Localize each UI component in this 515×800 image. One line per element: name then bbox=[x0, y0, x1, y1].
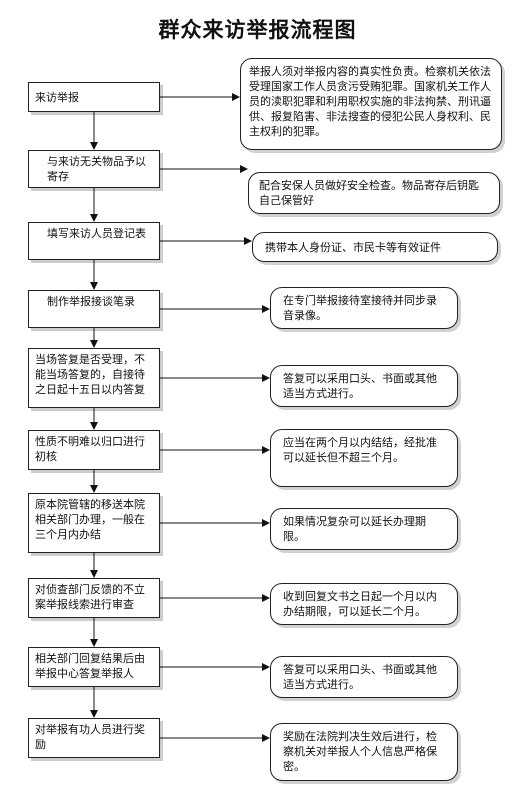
page-title: 群众来访举报流程图 bbox=[158, 18, 357, 42]
step-4: 制作举报接谈笔录 bbox=[28, 290, 160, 328]
step-5: 当场答复是否受理，不能当场答复的，自接待之日起十五日以内答复 bbox=[28, 348, 160, 408]
step-10: 对举报有功人员进行奖励 bbox=[28, 718, 160, 758]
step-7: 原本院管辖的移送本院相关部门办理，一般在三个月内办结 bbox=[28, 493, 160, 553]
note-8: 收到回复文书之日起一个月以内办结期限，可以延长二个月。 bbox=[270, 583, 458, 625]
step-2: 与来访无关物品予以寄存 bbox=[28, 150, 160, 188]
step-8: 对侦查部门反馈的不立案举报线索进行审查 bbox=[28, 578, 160, 618]
step-1: 来访举报 bbox=[28, 82, 160, 112]
note-3: 携带本人身份证、市民卡等有效证件 bbox=[252, 232, 498, 262]
note-5: 答复可以采用口头、书面或其他适当方式进行。 bbox=[270, 365, 458, 407]
note-7: 如果情况复杂可以延长办理期限。 bbox=[270, 508, 458, 550]
step-9: 相关部门回复结果后由举报中心答复举报人 bbox=[28, 647, 160, 687]
note-6: 应当在两个月以内结结，经批准可以延长但不超三个月。 bbox=[270, 429, 458, 487]
note-9: 答复可以采用口头、书面或其他适当方式进行。 bbox=[270, 656, 458, 698]
note-4: 在专门举报接待室接待并同步录音录像。 bbox=[270, 287, 458, 329]
note-2: 配合安保人员做好安全检查。物品寄存后钥匙自己保管好 bbox=[248, 172, 500, 214]
step-6: 性质不明难以归口进行初核 bbox=[28, 430, 160, 470]
note-1: 举报人须对举报内容的真实性负责。检察机关依法受理国家工作人员贪污受贿犯罪。国家机… bbox=[240, 58, 502, 150]
note-10: 奖励在法院判决生效后进行，检察机关对举报人个人信息严格保密。 bbox=[270, 723, 458, 781]
step-3: 填写来访人员登记表 bbox=[28, 222, 160, 260]
